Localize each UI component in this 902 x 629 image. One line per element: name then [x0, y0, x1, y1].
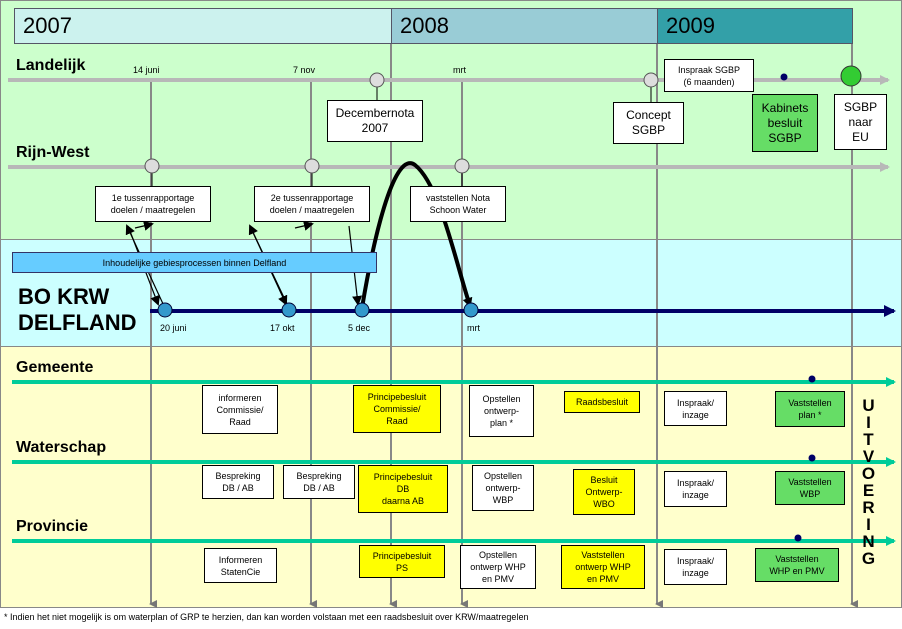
gemeente-informeren-box: informeren Commissie/ Raad — [202, 385, 278, 434]
provincie-vaststellen-ontwerp-box: Vaststellen ontwerp WHP en PMV — [561, 545, 645, 589]
year-2007: 2007 — [14, 8, 392, 44]
gemeente-inspraak-box: Inspraak/ inzage — [664, 391, 727, 426]
waterschap-bespreking-2-box: Bespreking DB / AB — [283, 465, 355, 499]
concept-sgbp-box: Concept SGBP — [613, 102, 684, 144]
provincie-principebesluit-box: Principebesluit PS — [359, 545, 445, 578]
footnote: * Indien het niet mogelijk is om waterpl… — [4, 612, 529, 622]
tussenrapportage-2-box: 2e tussenrapportage doelen / maatregelen — [254, 186, 370, 222]
inspraak-sgbp-box: Inspraak SGBP (6 maanden) — [664, 59, 754, 92]
date-14-juni: 14 juni — [133, 65, 160, 75]
row-label-landelijk: Landelijk — [16, 57, 86, 74]
kabinetsbesluit-box: Kabinets besluit SGBP — [752, 94, 818, 152]
decision-curve — [360, 161, 473, 309]
gemeente-vaststellen-box: Vaststellen plan * — [775, 391, 845, 427]
row-label-waterschap: Waterschap — [16, 439, 107, 456]
waterschap-vaststellen-box: Vaststellen WBP — [775, 471, 845, 505]
provincie-opstellen-box: Opstellen ontwerp WHP en PMV — [460, 545, 536, 589]
tussenrapportage-1-box: 1e tussenrapportage doelen / maatregelen — [95, 186, 211, 222]
waterschap-opstellen-box: Opstellen ontwerp- WBP — [472, 465, 534, 511]
provincie-inspraak-box: Inspraak/ inzage — [664, 549, 727, 585]
row-label-provincie: Provincie — [16, 518, 89, 535]
date-20-juni: 20 juni — [160, 323, 187, 333]
gemeente-opstellen-box: Opstellen ontwerp- plan * — [469, 385, 534, 437]
date-7-nov: 7 nov — [293, 65, 316, 75]
year-2009: 2009 — [657, 8, 853, 44]
sgbp-eu-box: SGBP naar EU — [834, 94, 887, 150]
waterschap-inspraak-box: Inspraak/ inzage — [664, 471, 727, 507]
gemeente-raadsbesluit-box: Raadsbesluit — [564, 391, 640, 413]
waterschap-besluit-box: Besluit Ontwerp- WBO — [573, 469, 635, 515]
waterschap-principebesluit-box: Principebesluit DB daarna AB — [358, 465, 448, 513]
date-17-okt: 17 okt — [270, 323, 295, 333]
nota-schoon-water-box: vaststellen Nota Schoon Water — [410, 186, 506, 222]
row-label-gemeente: Gemeente — [16, 359, 94, 376]
gemeente-principebesluit-box: Principebesluit Commissie/ Raad — [353, 385, 441, 433]
decembernota-box: Decembernota 2007 — [327, 100, 423, 142]
date-mrt-bo: mrt — [467, 323, 480, 333]
provincie-vaststellen-box: Vaststellen WHP en PMV — [755, 548, 839, 582]
provincie-informeren-box: Informeren StatenCie — [204, 548, 277, 583]
uitvoering-label: UITVOERING — [859, 396, 878, 566]
gebiedsprocessen-box: Inhoudelijke gebiesprocessen binnen Delf… — [12, 252, 377, 273]
year-2008: 2008 — [391, 8, 658, 44]
row-label-rijn-west: Rijn-West — [16, 144, 90, 161]
vertical-time-lines — [149, 44, 858, 608]
row-label-bo-krw: BO KRW DELFLAND — [18, 284, 137, 335]
date-mrt-landelijk: mrt — [453, 65, 466, 75]
date-5-dec: 5 dec — [348, 323, 371, 333]
waterschap-bespreking-1-box: Bespreking DB / AB — [202, 465, 274, 499]
